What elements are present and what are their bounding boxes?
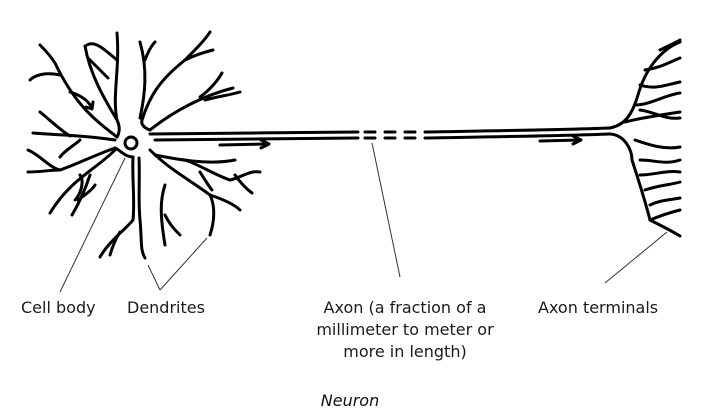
leader-cell-body (59, 157, 126, 293)
axon-terminals (608, 38, 682, 238)
leader-lines (59, 142, 668, 293)
diagram-caption: Neuron (320, 391, 380, 410)
label-dendrites: Dendrites (127, 298, 205, 317)
leader-dendrite-1 (147, 264, 161, 291)
arrow-along-axon-2 (538, 138, 582, 143)
arrow-along-axon-2-head (571, 134, 583, 146)
label-axon-line-3: more in length) (343, 342, 467, 361)
label-axon-terminals: Axon terminals (538, 298, 659, 317)
label-cell-body: Cell body (21, 298, 96, 317)
leader-axon (371, 142, 401, 278)
label-axon: Axon (a fraction of a millimeter to mete… (300, 297, 510, 363)
leader-dendrite-2 (159, 237, 208, 291)
arrow-along-axon-1-head (259, 138, 271, 150)
arrow-along-axon-1 (218, 142, 270, 147)
label-axon-line-2: millimeter to meter or (316, 320, 494, 339)
arrow-into-cell-body (68, 90, 94, 110)
arrow-into-cell-body-head (84, 100, 95, 111)
axon (148, 126, 612, 142)
dendrites (26, 30, 262, 260)
leader-axon-terminals (604, 231, 668, 284)
signal-arrows (68, 90, 583, 150)
label-axon-line-1: Axon (a fraction of a (323, 298, 487, 317)
cell-body (113, 118, 152, 159)
